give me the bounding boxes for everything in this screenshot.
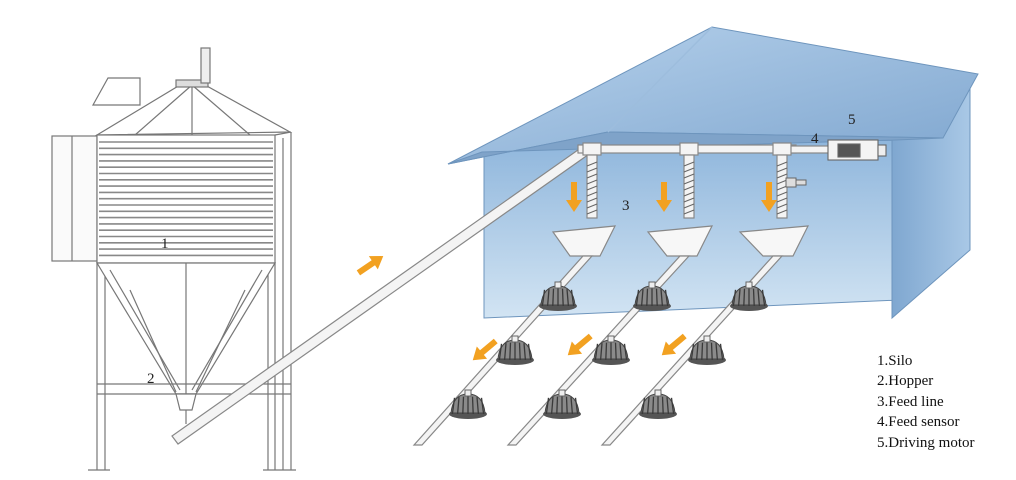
feeder-pan xyxy=(639,389,677,419)
label-hopper-number: 2 xyxy=(147,371,155,387)
label-feed-sensor-number: 4 xyxy=(811,131,819,147)
flow-arrow xyxy=(567,333,593,356)
flow-arrow xyxy=(472,338,498,361)
feed-sensor xyxy=(785,177,807,188)
feeder-pan xyxy=(633,281,671,311)
auger-spiral-line xyxy=(586,191,598,197)
auger-spiral-line xyxy=(586,173,598,179)
feeder-pans xyxy=(449,281,768,419)
flow-arrow xyxy=(656,182,672,212)
feeder-pan xyxy=(539,281,577,311)
silo-siding xyxy=(99,141,273,257)
auger-spiral-line xyxy=(776,209,788,215)
auger-spiral-line xyxy=(776,173,788,179)
auger-spiral-line xyxy=(776,191,788,197)
legend-item-silo: 1.Silo xyxy=(877,353,913,369)
feeder-pan xyxy=(543,389,581,419)
auger-spiral-line xyxy=(586,167,598,173)
auger-spiral-line xyxy=(776,185,788,191)
auger-spiral-line xyxy=(776,203,788,209)
auger-spiral-line xyxy=(776,197,788,203)
legend-item-hopper: 2.Hopper xyxy=(877,373,934,390)
auger-spiral-line xyxy=(586,197,598,203)
auger-spiral-line xyxy=(683,167,695,173)
auger-spiral-line xyxy=(586,179,598,185)
feeder-pan xyxy=(688,335,726,365)
auger-spiral-line xyxy=(776,179,788,185)
feeder-pan xyxy=(592,335,630,365)
auger-spiral-line xyxy=(683,185,695,191)
auger-spiral-line xyxy=(586,209,598,215)
auger-spirals xyxy=(586,161,788,215)
flow-arrow xyxy=(356,256,384,276)
driving-motor xyxy=(827,139,887,161)
feeder-pan xyxy=(449,389,487,419)
drop-tubes xyxy=(582,142,792,219)
label-feed-line-number: 3 xyxy=(622,198,630,214)
auger-spiral-line xyxy=(586,203,598,209)
flow-arrow xyxy=(761,182,777,212)
legend-item-driving-motor: 5.Driving motor xyxy=(877,434,975,451)
feeder-pan xyxy=(730,281,768,311)
auger-spiral-line xyxy=(776,161,788,167)
auger-spiral-line xyxy=(586,185,598,191)
feeder-pan xyxy=(496,335,534,365)
auger-spiral-line xyxy=(683,161,695,167)
legend: 1.Silo 2.Hopper 3.Feed line 4.Feed senso… xyxy=(877,351,975,453)
auger-spiral-line xyxy=(683,191,695,197)
flow-arrow xyxy=(566,182,582,212)
auger-spiral-line xyxy=(683,173,695,179)
feed-flow-arrows xyxy=(356,182,777,361)
flow-arrow xyxy=(661,333,687,356)
legend-item-feed-line: 3.Feed line xyxy=(877,393,944,410)
auger-spiral-line xyxy=(586,161,598,167)
auger-spiral-line xyxy=(683,209,695,215)
barn xyxy=(447,26,979,320)
label-silo-number: 1 xyxy=(161,236,169,252)
label-driving-motor-number: 5 xyxy=(848,112,856,128)
auger-spiral-line xyxy=(683,203,695,209)
auger-spiral-line xyxy=(683,197,695,203)
auger-spiral-line xyxy=(776,167,788,173)
legend-item-feed-sensor: 4.Feed sensor xyxy=(877,414,960,431)
silo xyxy=(51,47,296,471)
feed-hoppers xyxy=(551,225,810,257)
auger-spiral-line xyxy=(683,179,695,185)
